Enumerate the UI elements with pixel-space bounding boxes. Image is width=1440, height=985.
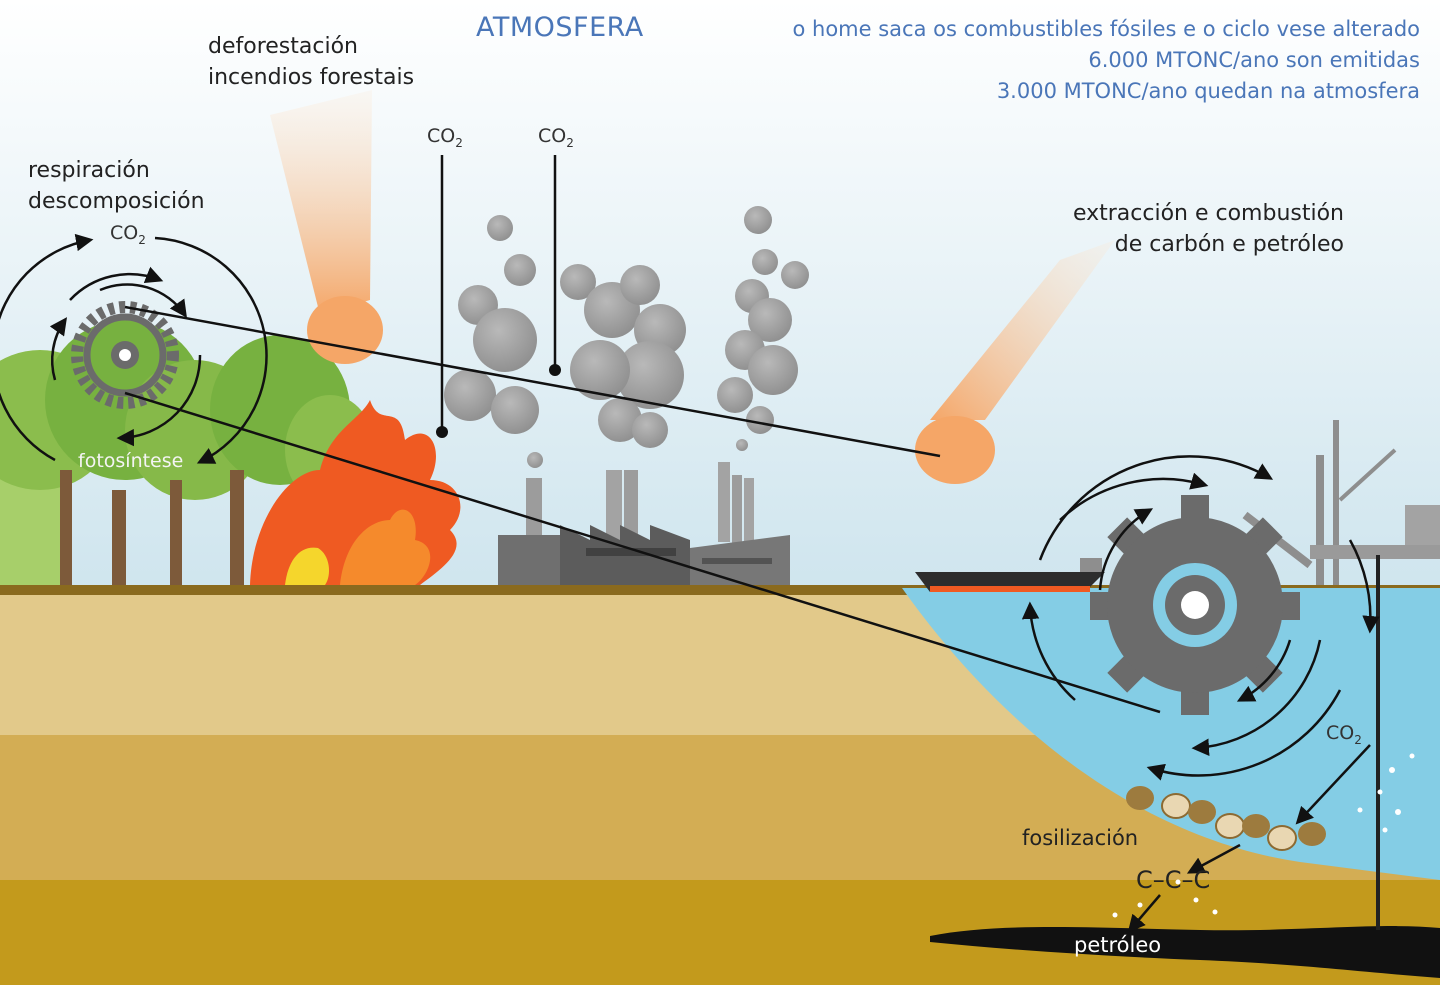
respiration-line: respiración (28, 158, 150, 183)
respiration-line: descomposición (28, 189, 205, 214)
emissions-info-line: o home saca os combustibles fósiles e o … (792, 17, 1420, 41)
large-gear-icon (1090, 495, 1300, 715)
small-cycle-arrows (0, 233, 268, 464)
oil-label: petróleo (1074, 933, 1162, 957)
line-endpoints (436, 364, 561, 438)
large-cycle-arrows (1021, 455, 1380, 781)
deforestation-line: incendios forestais (208, 65, 415, 90)
co2-label: CO2 (1326, 722, 1362, 747)
atmosphere-title: ATMOSFERA (476, 12, 644, 43)
co2-base: CO (1326, 722, 1355, 744)
factory-icon (498, 462, 790, 585)
co2-label: CO2 (538, 125, 574, 150)
forest-fire (250, 400, 461, 585)
oil-platform-icon (1242, 420, 1440, 930)
co2-subscript: 2 (566, 135, 574, 150)
photosynthesis-label: fotosíntese (78, 450, 184, 472)
carbon-chain-label: C–C–C (1136, 866, 1211, 894)
co2-subscript: 2 (455, 135, 463, 150)
oil-reservoir (930, 926, 1440, 978)
co2-base: CO (538, 125, 567, 147)
hand-icon (915, 240, 1115, 484)
respiration-label: respiración descomposición (28, 155, 205, 217)
extraction-line: de carbón e petróleo (1114, 232, 1344, 257)
co2-subscript: 2 (1354, 732, 1362, 747)
ship-icon (915, 558, 1105, 592)
deforestation-line: deforestación (208, 34, 358, 59)
co2-subscript: 2 (138, 232, 146, 247)
co2-base: CO (427, 125, 456, 147)
emissions-info-line: 3.000 MTONC/ano quedan na atmosfera (996, 79, 1420, 103)
hand-icon (270, 90, 383, 364)
smoke (444, 206, 809, 468)
ground-surface (0, 585, 1440, 595)
co2-bubbles (1112, 753, 1415, 918)
connection-lines (124, 155, 1161, 714)
emissions-info: o home saca os combustibles fósiles e o … (792, 14, 1420, 107)
fossil-flow-arrows (1127, 744, 1371, 933)
deforestation-label: deforestación incendios forestais (208, 31, 414, 93)
co2-label: CO2 (110, 222, 146, 247)
co2-label: CO2 (427, 125, 463, 150)
fossilization-label: fosilización (1022, 826, 1139, 850)
fossil-shell-icon (1126, 786, 1326, 851)
extraction-label: extracción e combustión de carbón e petr… (1073, 198, 1344, 260)
emissions-info-line: 6.000 MTONC/ano son emitidas (1088, 48, 1420, 72)
co2-base: CO (110, 222, 139, 244)
extraction-line: extracción e combustión (1072, 201, 1344, 226)
